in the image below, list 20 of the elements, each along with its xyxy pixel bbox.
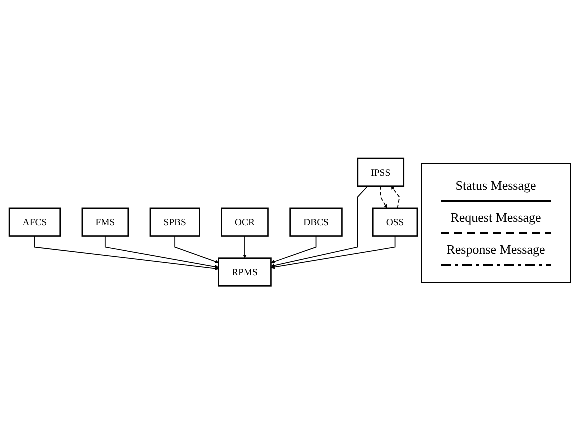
- node-box: AFCS: [8, 208, 62, 238]
- legend-label: Request Message: [450, 210, 542, 226]
- arrow: [271, 236, 317, 264]
- node-box: OCR: [221, 208, 269, 238]
- node-box: RPMS: [218, 258, 272, 287]
- node-box: OSS: [372, 208, 418, 238]
- arrow: [271, 236, 396, 270]
- arrow: [271, 186, 368, 268]
- arrow: [380, 186, 388, 209]
- arrow: [243, 236, 247, 259]
- arrow: [104, 236, 219, 269]
- node-box: IPSS: [357, 158, 405, 188]
- legend-label: Response Message: [446, 242, 546, 258]
- arrow: [174, 236, 219, 264]
- node-box: DBCS: [290, 208, 343, 238]
- arrow: [391, 186, 400, 210]
- legend-label: Status Message: [454, 178, 538, 194]
- node-box: SPBS: [150, 208, 200, 238]
- node-box: FMS: [82, 208, 130, 238]
- arrow: [34, 236, 219, 271]
